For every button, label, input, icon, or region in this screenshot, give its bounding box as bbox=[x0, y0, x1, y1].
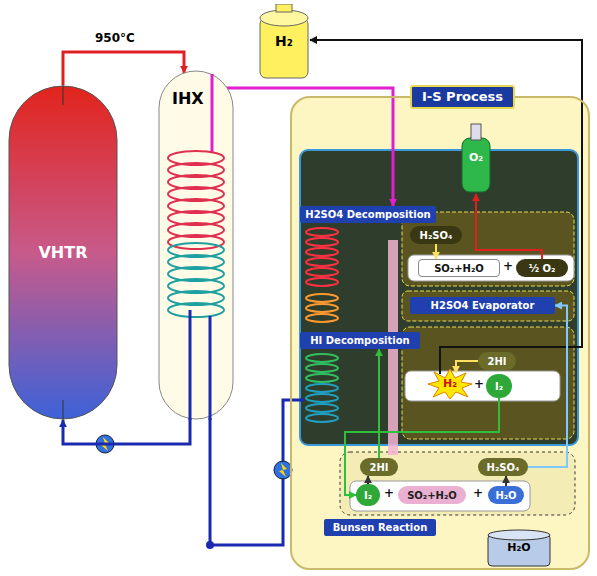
species-circle: I₂ bbox=[486, 374, 512, 398]
species-oval: ½ O₂ bbox=[516, 259, 568, 277]
node-text: VHTR bbox=[38, 244, 87, 262]
node-text: I₂ bbox=[364, 490, 372, 501]
plus-sign: + bbox=[503, 260, 513, 273]
flow-arrow bbox=[367, 476, 369, 484]
plus-sign: + bbox=[473, 487, 483, 500]
flow-arrow bbox=[345, 398, 499, 495]
node-text: H2SO4 Evaporator bbox=[431, 300, 535, 311]
flow-arrow bbox=[505, 476, 507, 486]
node-text: H₂SO₄ bbox=[420, 230, 453, 241]
node-text: HI Decomposition bbox=[310, 335, 409, 346]
flow-arrow bbox=[63, 417, 190, 444]
hydrogen-tank: H₂ bbox=[258, 4, 310, 80]
node-text: Bunsen Reaction bbox=[333, 522, 428, 533]
node-text: O₂ bbox=[469, 152, 483, 164]
species-circle: I₂ bbox=[356, 484, 380, 506]
region-title: I-S Process bbox=[410, 85, 515, 109]
node-text: SO₂+H₂O bbox=[434, 263, 484, 274]
flow-arrow bbox=[435, 244, 437, 259]
water-tank: H₂O bbox=[486, 528, 552, 568]
node-text: 2HI bbox=[487, 356, 506, 367]
node-text: ½ O₂ bbox=[529, 263, 556, 274]
species-oval: H₂SO₄ bbox=[478, 458, 528, 476]
node-text: H2SO4 Decomposition bbox=[305, 209, 430, 220]
section-label: HI Decomposition bbox=[300, 332, 420, 349]
section-label: H2SO4 Evaporator bbox=[410, 297, 555, 314]
node-text: SO₂+H₂O bbox=[407, 490, 457, 501]
reactor-vessel: VHTR bbox=[8, 85, 118, 420]
node-text: IHX bbox=[172, 90, 204, 108]
flow-arrow bbox=[456, 361, 478, 373]
plus-sign: + bbox=[384, 487, 394, 500]
oxygen-bottle: O₂ bbox=[460, 122, 492, 194]
heat-exchanger: IHX bbox=[158, 70, 234, 420]
node-text: H₂O bbox=[495, 490, 516, 501]
species-oval: H₂SO₄ bbox=[410, 226, 462, 244]
node-text: I₂ bbox=[495, 381, 503, 392]
node-text: H₂ bbox=[275, 34, 293, 49]
flow-arrow bbox=[212, 74, 393, 206]
node-text: 2HI bbox=[369, 462, 388, 473]
species-oval: 2HI bbox=[360, 458, 398, 476]
species-oval: 2HI bbox=[478, 352, 516, 370]
section-label: H2SO4 Decomposition bbox=[300, 206, 436, 223]
node-text: H₂O bbox=[507, 542, 530, 554]
flow-arrow bbox=[528, 306, 567, 468]
node-text: H₂ bbox=[443, 378, 457, 390]
species-box: SO₂+H₂O bbox=[418, 259, 500, 277]
flow-arrow bbox=[63, 52, 184, 85]
flow-arrow bbox=[476, 194, 542, 259]
node-text: H₂SO₄ bbox=[487, 462, 520, 473]
species-oval: SO₂+H₂O bbox=[398, 486, 466, 504]
hydrogen-burst: H₂ bbox=[428, 369, 472, 399]
flow-arrow bbox=[378, 349, 380, 458]
process-region: I-S ProcessO₂H2SO4 DecompositionH₂SO₄SO₂… bbox=[290, 96, 590, 570]
section-label: Bunsen Reaction bbox=[324, 519, 436, 536]
species-oval: H₂O bbox=[488, 486, 524, 504]
temperature-label: 950°C bbox=[95, 32, 135, 45]
plus-sign: + bbox=[474, 378, 484, 391]
